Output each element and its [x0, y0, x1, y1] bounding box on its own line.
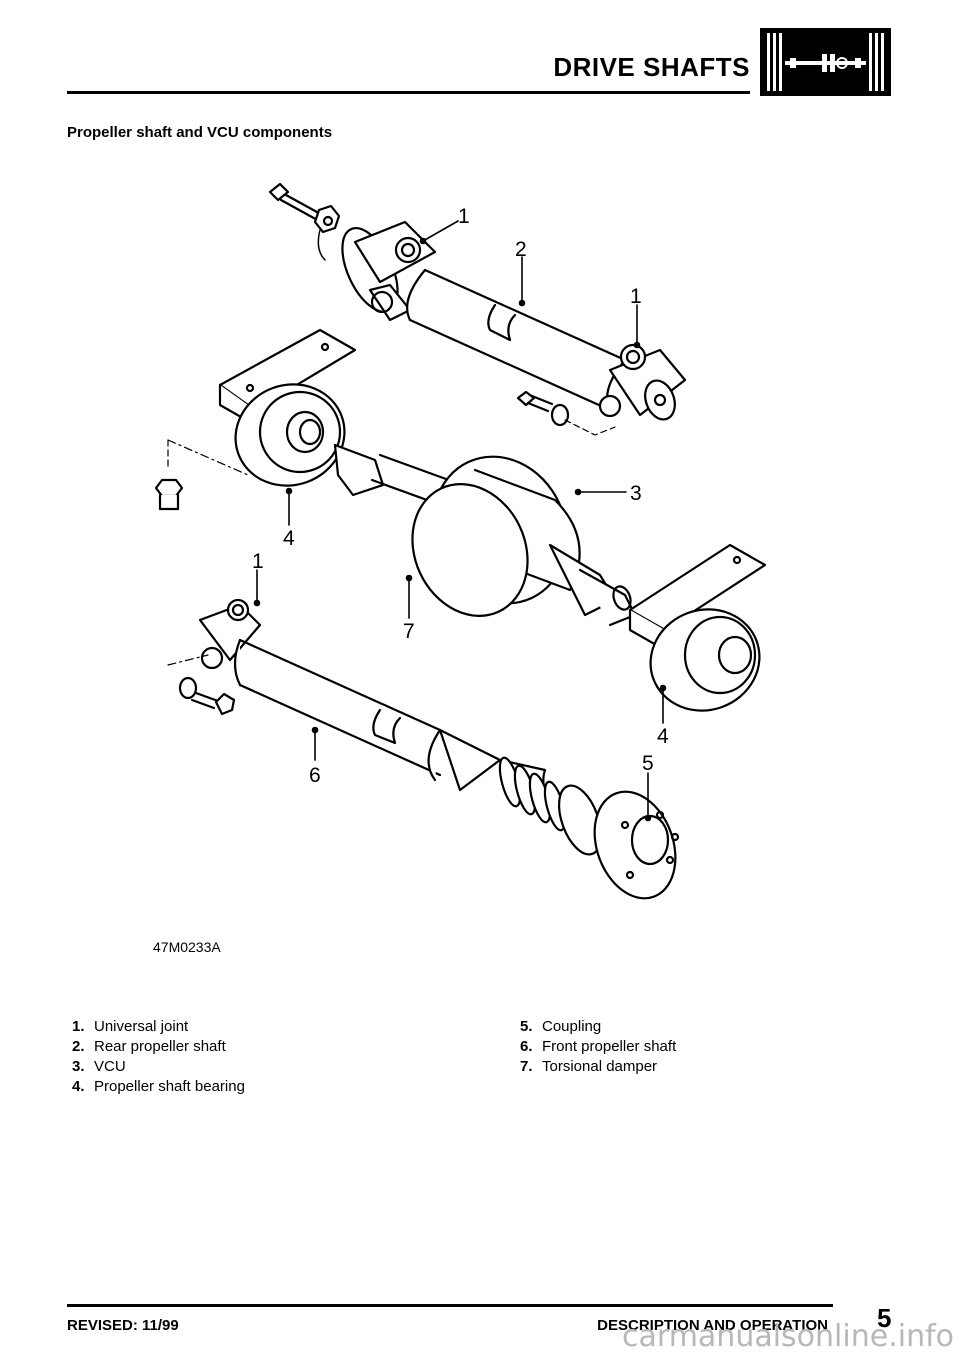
- callout-number: 2: [515, 238, 527, 261]
- callout-number: 7: [403, 620, 415, 643]
- legend-item: 4.Propeller shaft bearing: [72, 1078, 245, 1095]
- propeller-shaft-bearing: [167, 328, 357, 487]
- legend-item: 7.Torsional damper: [520, 1058, 658, 1075]
- legend-item: 2.Rear propeller shaft: [72, 1038, 226, 1055]
- exploded-view-diagram: 1 2 1 3 4 1 7 4 5 6 47M0233A: [153, 182, 767, 955]
- figure-reference: 47M0233A: [153, 939, 221, 955]
- bolt-icon: [167, 654, 236, 716]
- callout-number: 4: [283, 527, 295, 550]
- legend-left: 1.Universal joint 2.Rear propeller shaft…: [72, 1017, 245, 1097]
- section-heading: Propeller shaft and VCU components: [67, 124, 333, 141]
- footer-section: DESCRIPTION AND OPERATION: [597, 1317, 828, 1334]
- page-title: DRIVE SHAFTS: [553, 52, 750, 82]
- watermark: carmanualsonline.info: [622, 1319, 954, 1354]
- bolt-icon: [268, 182, 341, 261]
- legend-item: 3.VCU: [72, 1058, 126, 1075]
- callout-number: 1: [252, 550, 264, 573]
- page-number: 5: [877, 1303, 892, 1333]
- legend-item: 5.Coupling: [520, 1018, 602, 1035]
- revision-date: REVISED: 11/99: [67, 1317, 179, 1334]
- header-rule: [67, 91, 750, 94]
- drive-shaft-icon: [760, 28, 891, 96]
- callout-number: 6: [309, 764, 321, 787]
- callout-number: 1: [630, 285, 642, 308]
- vcu: [333, 443, 637, 627]
- callout-number: 5: [642, 752, 654, 775]
- rear-propeller-shaft: [341, 220, 687, 421]
- legend-item: 1.Universal joint: [72, 1018, 189, 1035]
- callout-number: 3: [630, 482, 642, 505]
- callout-number: 1: [458, 205, 470, 228]
- callout-leaders: [253, 220, 667, 822]
- footer-rule: [67, 1304, 833, 1307]
- legend-item: 6.Front propeller shaft: [520, 1038, 677, 1055]
- front-propeller-shaft: [198, 598, 680, 900]
- propeller-shaft-bearing: [628, 543, 767, 712]
- bolt-icon: [516, 390, 616, 436]
- legend-right: 5.Coupling 6.Front propeller shaft 7.Tor…: [520, 1017, 676, 1077]
- bolt-icon: [154, 478, 184, 511]
- callout-number: 4: [657, 725, 669, 748]
